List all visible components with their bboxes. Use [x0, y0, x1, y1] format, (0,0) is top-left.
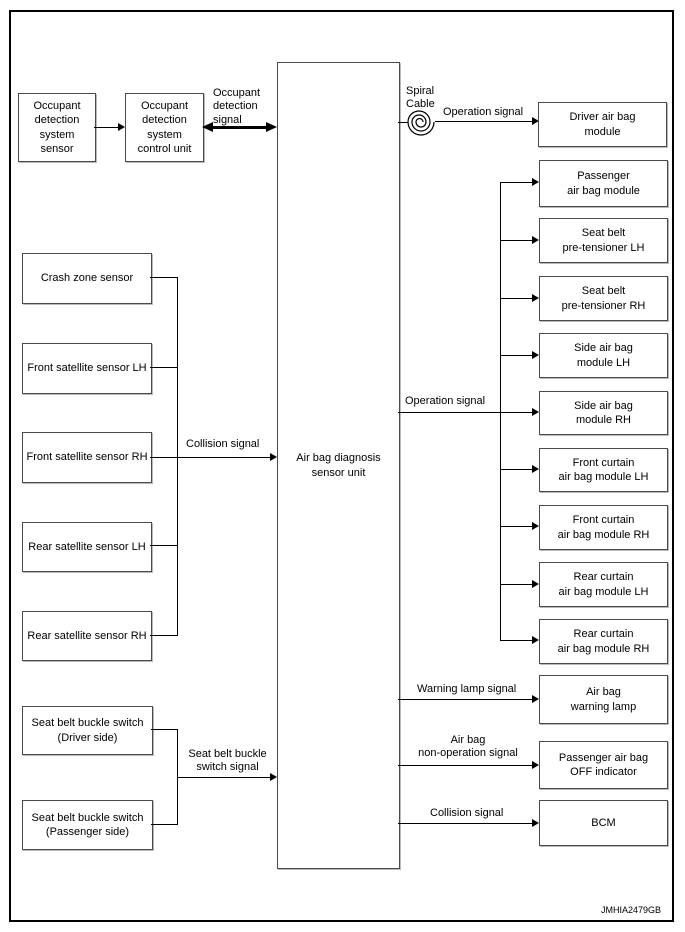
box-side-air-bag-module-lh: Side air bag module LH: [539, 333, 668, 378]
box-rear-curtain-air-bag-module-rh: Rear curtain air bag module RH: [539, 619, 668, 664]
diagram-border: [9, 10, 674, 922]
connector-operation-driver: [435, 121, 532, 122]
connector-op-stub-5: [500, 469, 533, 470]
arrowhead-to-control-unit: [118, 123, 125, 131]
connector-collision-bcm: [398, 823, 532, 824]
box-bcm: BCM: [539, 800, 668, 846]
arrowhead-op-1: [532, 236, 539, 244]
box-rear-satellite-sensor-rh: Rear satellite sensor RH: [22, 611, 152, 661]
connector-op-stub-2: [500, 298, 533, 299]
connector-collision-signal: [150, 457, 270, 458]
box-driver-air-bag-module: Driver air bag module: [538, 102, 667, 147]
connector-operation-main: [398, 412, 532, 413]
figure-id: JMHIA2479GB: [600, 905, 661, 915]
connector-op-stub-7: [500, 584, 533, 585]
connector-buckle-passenger-stub: [151, 824, 178, 825]
label-operation-signal-driver: Operation signal: [443, 106, 524, 118]
connector-op-stub-8: [500, 640, 533, 641]
connector-crash-zone-stub: [150, 277, 178, 278]
box-passenger-air-bag-off-indicator: Passenger air bag OFF indicator: [539, 741, 668, 789]
arrowhead-op-7: [532, 580, 539, 588]
arrowhead-op-0: [532, 178, 539, 186]
arrowhead-op-2: [532, 294, 539, 302]
arrowhead-operation-main: [532, 408, 539, 416]
arrowhead-op-3: [532, 351, 539, 359]
box-front-satellite-sensor-lh: Front satellite sensor LH: [22, 343, 152, 394]
box-side-air-bag-module-rh: Side air bag module RH: [539, 391, 668, 435]
box-front-curtain-air-bag-module-lh: Front curtain air bag module LH: [539, 448, 668, 492]
connector-op-stub-6: [500, 526, 533, 527]
connector-operation-branch: [500, 182, 501, 641]
connector-buckle-driver-stub: [151, 729, 178, 730]
connector-op-stub-1: [500, 240, 533, 241]
arrowhead-occupant-signal-right: [266, 122, 277, 132]
box-air-bag-diagnosis-sensor-unit: Air bag diagnosis sensor unit: [277, 62, 400, 869]
arrowhead-buckle-signal: [270, 773, 277, 781]
arrowhead-op-6: [532, 522, 539, 530]
box-occupant-detection-system-sensor: Occupant detection system sensor: [18, 93, 96, 162]
box-seat-belt-pre-tensioner-lh: Seat belt pre-tensioner LH: [539, 218, 668, 263]
connector-front-lh-stub: [150, 367, 178, 368]
label-operation-signal-main: Operation signal: [405, 395, 486, 407]
connector-warning-lamp: [398, 699, 532, 700]
label-collision-signal-bcm: Collision signal: [430, 807, 504, 819]
label-seat-belt-buckle-switch-signal: Seat belt buckle switch signal: [188, 748, 267, 774]
arrowhead-occupant-signal-left: [202, 122, 213, 132]
label-spiral-cable: Spiral Cable: [406, 85, 435, 111]
label-occupant-detection-signal: Occupant detection signal: [213, 87, 261, 126]
arrowhead-op-5: [532, 465, 539, 473]
arrowhead-warning-lamp: [532, 695, 539, 703]
box-front-curtain-air-bag-module-rh: Front curtain air bag module RH: [539, 505, 668, 550]
arrowhead-collision-signal: [270, 453, 277, 461]
arrowhead-non-operation: [532, 761, 539, 769]
connector-op-stub-3: [500, 355, 533, 356]
spiral-cable-icon: [407, 110, 435, 136]
connector-rear-rh-stub: [150, 635, 178, 636]
connector-buckle-signal: [177, 777, 270, 778]
label-non-operation-signal: Air bag non-operation signal: [418, 734, 518, 760]
box-seat-belt-pre-tensioner-rh: Seat belt pre-tensioner RH: [539, 276, 668, 321]
connector-collision-collector: [177, 277, 178, 636]
arrowhead-op-8: [532, 636, 539, 644]
arrowhead-collision-bcm: [532, 819, 539, 827]
box-occupant-detection-system-control-unit: Occupant detection system control unit: [125, 93, 204, 162]
connector-non-operation: [398, 765, 532, 766]
box-passenger-air-bag-module: Passenger air bag module: [539, 160, 668, 207]
arrowhead-operation-driver: [532, 117, 539, 125]
connector-op-stub-0: [500, 182, 533, 183]
box-crash-zone-sensor: Crash zone sensor: [22, 253, 152, 304]
box-rear-satellite-sensor-lh: Rear satellite sensor LH: [22, 522, 152, 572]
box-front-satellite-sensor-rh: Front satellite sensor RH: [22, 432, 152, 483]
box-air-bag-warning-lamp: Air bag warning lamp: [539, 675, 668, 724]
box-seat-belt-buckle-switch-passenger: Seat belt buckle switch (Passenger side): [22, 800, 153, 850]
label-warning-lamp-signal: Warning lamp signal: [417, 683, 517, 695]
connector-rear-lh-stub: [150, 545, 178, 546]
box-seat-belt-buckle-switch-driver: Seat belt buckle switch (Driver side): [22, 706, 153, 755]
connector-sensor-to-control-unit: [94, 127, 119, 128]
connector-unit-to-spiral: [398, 122, 408, 123]
label-collision-signal-left: Collision signal: [186, 438, 260, 450]
connector-occupant-detection-signal: [211, 126, 266, 129]
box-rear-curtain-air-bag-module-lh: Rear curtain air bag module LH: [539, 562, 668, 607]
